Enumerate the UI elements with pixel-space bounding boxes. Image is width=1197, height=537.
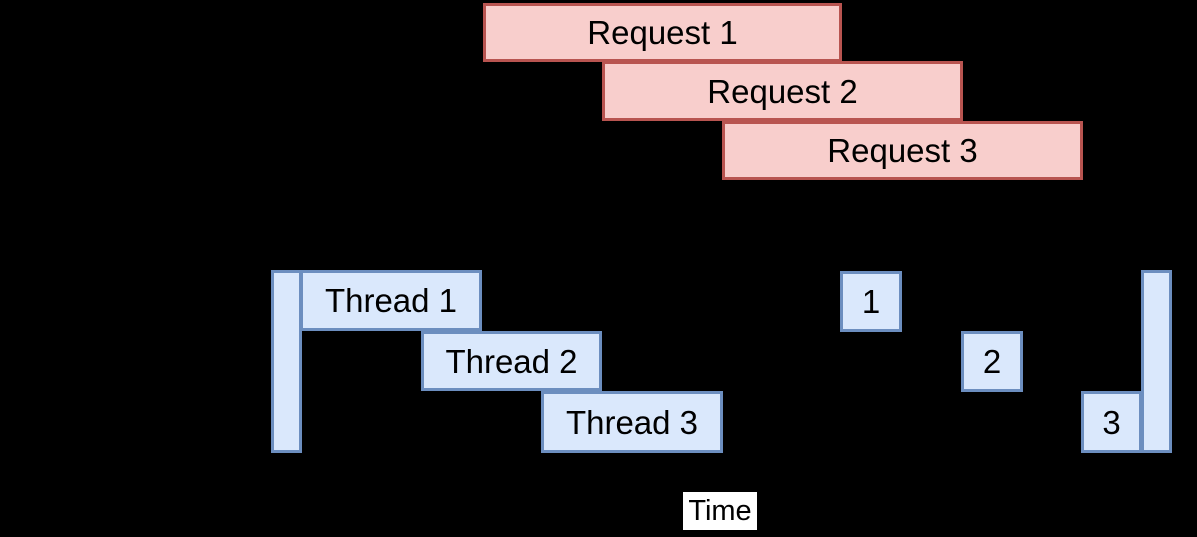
request-1-box: Request 1 bbox=[483, 3, 842, 62]
numbered-box-1-label: 1 bbox=[861, 283, 881, 320]
numbered-box-1: 1 bbox=[840, 271, 902, 332]
request-2-box: Request 2 bbox=[602, 61, 963, 121]
thread-3-label: Thread 3 bbox=[565, 403, 699, 441]
request-1-label: Request 1 bbox=[587, 14, 738, 51]
thread-3-box: Thread 3 bbox=[541, 391, 723, 453]
thread-2-box: Thread 2 bbox=[421, 331, 602, 391]
time-axis-label-text: Time bbox=[688, 494, 752, 527]
thread-1-label: Thread 1 bbox=[324, 282, 458, 319]
request-2-label: Request 2 bbox=[707, 72, 858, 110]
numbered-box-3: 3 bbox=[1081, 391, 1142, 453]
time-axis-label: Time bbox=[683, 492, 757, 530]
numbered-box-2-label: 2 bbox=[982, 343, 1002, 380]
thread-1-box: Thread 1 bbox=[300, 270, 482, 331]
threads-start-bar bbox=[271, 270, 302, 453]
numbered-box-3-label: 3 bbox=[1102, 403, 1121, 441]
request-3-box: Request 3 bbox=[722, 121, 1083, 180]
request-3-label: Request 3 bbox=[827, 132, 978, 169]
numbered-box-2: 2 bbox=[961, 331, 1023, 392]
threads-end-bar bbox=[1141, 270, 1172, 453]
thread-2-label: Thread 2 bbox=[445, 342, 578, 380]
